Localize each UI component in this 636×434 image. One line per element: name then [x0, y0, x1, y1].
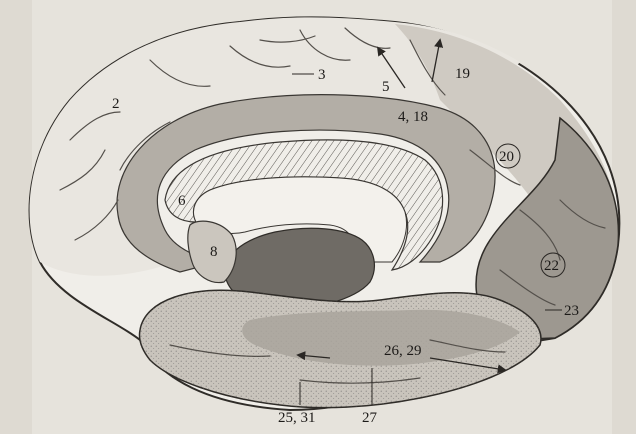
label-27: 27 — [362, 410, 378, 426]
label-6: 6 — [178, 193, 186, 209]
label-19: 19 — [455, 66, 470, 82]
label-2: 2 — [112, 96, 120, 112]
label-23: 23 — [564, 303, 579, 319]
label-4-18: 4, 18 — [398, 109, 428, 125]
label-22: 22 — [544, 258, 559, 274]
left-margin-strip — [0, 0, 32, 434]
label-8: 8 — [210, 244, 218, 260]
label-3: 3 — [318, 67, 326, 83]
label-25-31: 25, 31 — [278, 410, 316, 426]
label-5: 5 — [382, 79, 390, 95]
label-26-29: 26, 29 — [384, 343, 422, 359]
label-20: 20 — [499, 149, 514, 165]
